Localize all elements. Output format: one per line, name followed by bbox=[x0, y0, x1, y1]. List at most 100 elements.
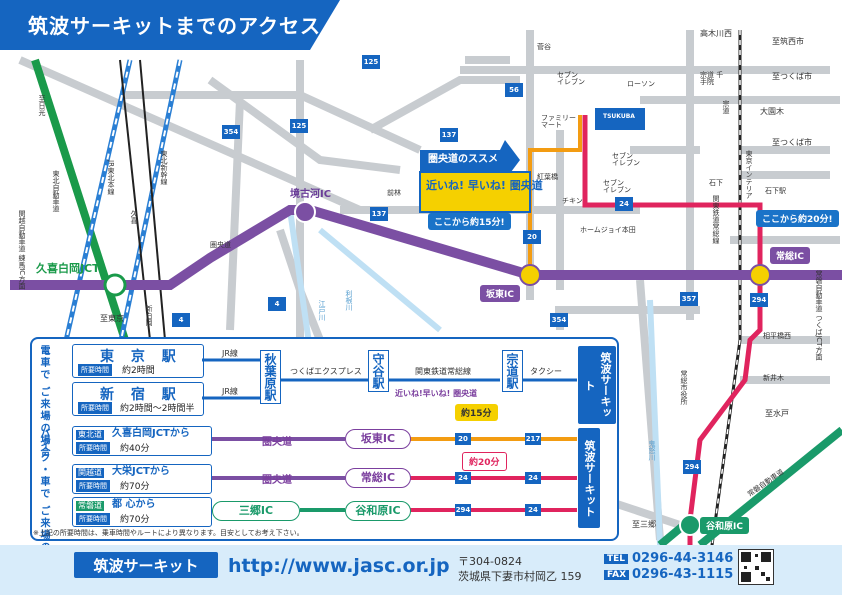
to-nikko-label: 至日光 bbox=[38, 95, 46, 116]
shinjuku-station-name: 新 宿 駅 bbox=[100, 387, 182, 403]
taxi-label: タクシー bbox=[530, 367, 562, 376]
route-354b-badge: 354 bbox=[550, 313, 568, 327]
kanto-railway-label: 関東鉄道常総線 bbox=[712, 195, 720, 244]
train-promo: 近いね!早いね! 圏央道 bbox=[395, 389, 478, 398]
seven-eleven-1-label: セブン イレブン bbox=[557, 71, 585, 86]
route1-time: 約40分 bbox=[120, 444, 150, 454]
to-tokyo-label: 至東京 bbox=[100, 314, 124, 323]
qr-code-icon[interactable] bbox=[738, 549, 774, 585]
maebayashi-label: 前林 bbox=[387, 189, 401, 197]
footer-circuit-name: 筑波サーキット bbox=[74, 552, 218, 578]
kanetsu-label: 関越自動車道 練馬IC方面 bbox=[18, 210, 26, 290]
route2-via: 圏央道 bbox=[262, 475, 292, 486]
yawara-ic-label: 谷和原IC bbox=[700, 517, 749, 534]
route3-exit: 谷和原IC bbox=[345, 501, 411, 521]
tonegawa-label: 利根川 bbox=[345, 290, 353, 311]
route1-hw: 東北道 bbox=[76, 430, 104, 440]
to-misato-label: 至三郷 bbox=[632, 520, 656, 529]
footer-zip: 〒304-0824 bbox=[458, 555, 522, 568]
route1-badge-1: 20 bbox=[455, 433, 471, 445]
araiki-label: 新井木 bbox=[763, 374, 784, 382]
tsukuba-logo-text: TSUKUBA bbox=[603, 113, 635, 120]
sodo-station-label: 宗道 bbox=[722, 100, 730, 114]
kenoo-map-label: 圏央道 bbox=[210, 241, 231, 249]
footer-address: 茨城県下妻市村岡乙 159 bbox=[458, 570, 582, 583]
route2-exit: 常総IC bbox=[345, 468, 411, 488]
joso-ic-label: 常総IC bbox=[770, 247, 810, 264]
aihei-label: 相平橋西 bbox=[763, 332, 791, 340]
koyobashi-label: 紅葉橋 bbox=[537, 173, 558, 181]
sodo-station: 宗道駅 bbox=[502, 350, 523, 392]
ishige-label: 石下 bbox=[709, 179, 723, 187]
to-mito-label: 至水戸 bbox=[765, 409, 789, 418]
kanto-rail-panel-label: 関東鉄道常総線 bbox=[415, 367, 471, 376]
route3-via: 三郷IC bbox=[212, 501, 300, 521]
route1-badge-2: 217 bbox=[525, 433, 541, 445]
local-rail-1 bbox=[139, 59, 166, 341]
shinjuku-time-value: 約2時間～2時間半 bbox=[120, 404, 195, 414]
bando-ic-marker bbox=[519, 264, 541, 286]
train-promo-time: 約15分 bbox=[455, 404, 498, 421]
local-rail-2 bbox=[119, 59, 151, 341]
footer-url-link[interactable]: http://www.jasc.or.jp bbox=[228, 555, 450, 577]
route-125-badge: 125 bbox=[362, 55, 380, 69]
route2-jct: 大栄JCTから bbox=[112, 466, 170, 477]
route1-jct: 久喜白岡JCTから bbox=[112, 428, 190, 439]
panel-note: ※上記の所要時間は、乗車時間やルートにより異なります。目安としてお考え下さい。 bbox=[33, 529, 304, 537]
tel-number: 0296-44-3146 bbox=[632, 551, 734, 566]
route-137-badge: 137 bbox=[440, 128, 458, 142]
sugaya-label: 菅谷 bbox=[537, 43, 551, 51]
tsukuba-express-label: つくばエクスプレス bbox=[290, 367, 362, 376]
tel-tag: TEL bbox=[604, 554, 629, 564]
akihabara-station: 秋葉原駅 bbox=[260, 350, 281, 404]
route-4-badge: 4 bbox=[268, 297, 286, 311]
seven-eleven-2-label: セブン イレブン bbox=[612, 152, 640, 167]
goal-circuit-train: 筑波サーキット bbox=[578, 346, 616, 424]
route-24-badge: 24 bbox=[615, 197, 633, 211]
fax-number: 0296-43-1115 bbox=[632, 567, 734, 582]
tsukuba-circuit-logo bbox=[595, 108, 645, 130]
sakaikoga-ic-marker bbox=[294, 201, 316, 223]
kuki-jct-label: 久喜白岡JCT bbox=[36, 262, 100, 275]
kuki-jct-marker bbox=[103, 273, 127, 297]
shinjuku-jr-label: JR線 bbox=[222, 387, 238, 396]
promo-time: ここから約15分! bbox=[428, 213, 511, 230]
route2-time-badge: 約20分 bbox=[462, 452, 507, 471]
promo-box bbox=[419, 171, 531, 213]
promo-title: 圏央道のススメ bbox=[428, 154, 498, 165]
route2-badge-2: 24 bbox=[525, 472, 541, 484]
goal-circuit-car: 筑波サーキット bbox=[578, 428, 600, 528]
route1-time-tag: 所要時間 bbox=[76, 442, 110, 454]
ishige-station-label: 石下駅 bbox=[765, 187, 786, 195]
tokyo-time-value: 約2時間 bbox=[122, 366, 155, 376]
train-section-label: 電車で ご来場の場合 bbox=[38, 345, 49, 459]
route3-badge-2: 24 bbox=[525, 504, 541, 516]
moriya-station: 守谷駅 bbox=[368, 350, 389, 392]
bando-ic-label: 坂東IC bbox=[480, 285, 520, 302]
route-56-badge: 56 bbox=[505, 83, 523, 97]
route-357-badge: 357 bbox=[680, 292, 698, 306]
route-294b-badge: 294 bbox=[683, 460, 701, 474]
route-294-badge: 294 bbox=[750, 293, 768, 307]
route3-time: 約70分 bbox=[120, 515, 150, 525]
joso-time-bubble: ここから約20分! bbox=[756, 210, 839, 227]
kenoo-expressway bbox=[10, 205, 842, 290]
route2-time-tag: 所要時間 bbox=[76, 480, 110, 492]
family-mart-label: ファミリー マート bbox=[541, 114, 576, 129]
fax-tag: FAX bbox=[604, 570, 630, 580]
route-20-badge: 20 bbox=[523, 230, 541, 244]
promo-body: 近いね! 早いね! 圏央道 bbox=[426, 179, 543, 192]
tokyo-time-tag: 所要時間 bbox=[78, 364, 112, 376]
route2-hw: 関越道 bbox=[76, 468, 104, 478]
seven-eleven-3-label: セブン イレブン bbox=[603, 179, 631, 194]
sakaikoga-ic-label: 境古河IC bbox=[290, 189, 332, 200]
jr-tohoku-label: JR東北本線 bbox=[107, 160, 115, 195]
tohoku-expressway-label: 東北自動車道 bbox=[52, 170, 60, 212]
joso-ic-marker bbox=[749, 264, 771, 286]
to-tsukuba-label-2: 至つくば市 bbox=[772, 138, 812, 147]
tokyo-station-name: 東 京 駅 bbox=[100, 349, 182, 365]
route1-via: 圏央道 bbox=[262, 437, 292, 448]
route3-hw: 常磐道 bbox=[76, 501, 104, 511]
to-tsukubanishi-label: 至筑西市 bbox=[772, 37, 804, 46]
